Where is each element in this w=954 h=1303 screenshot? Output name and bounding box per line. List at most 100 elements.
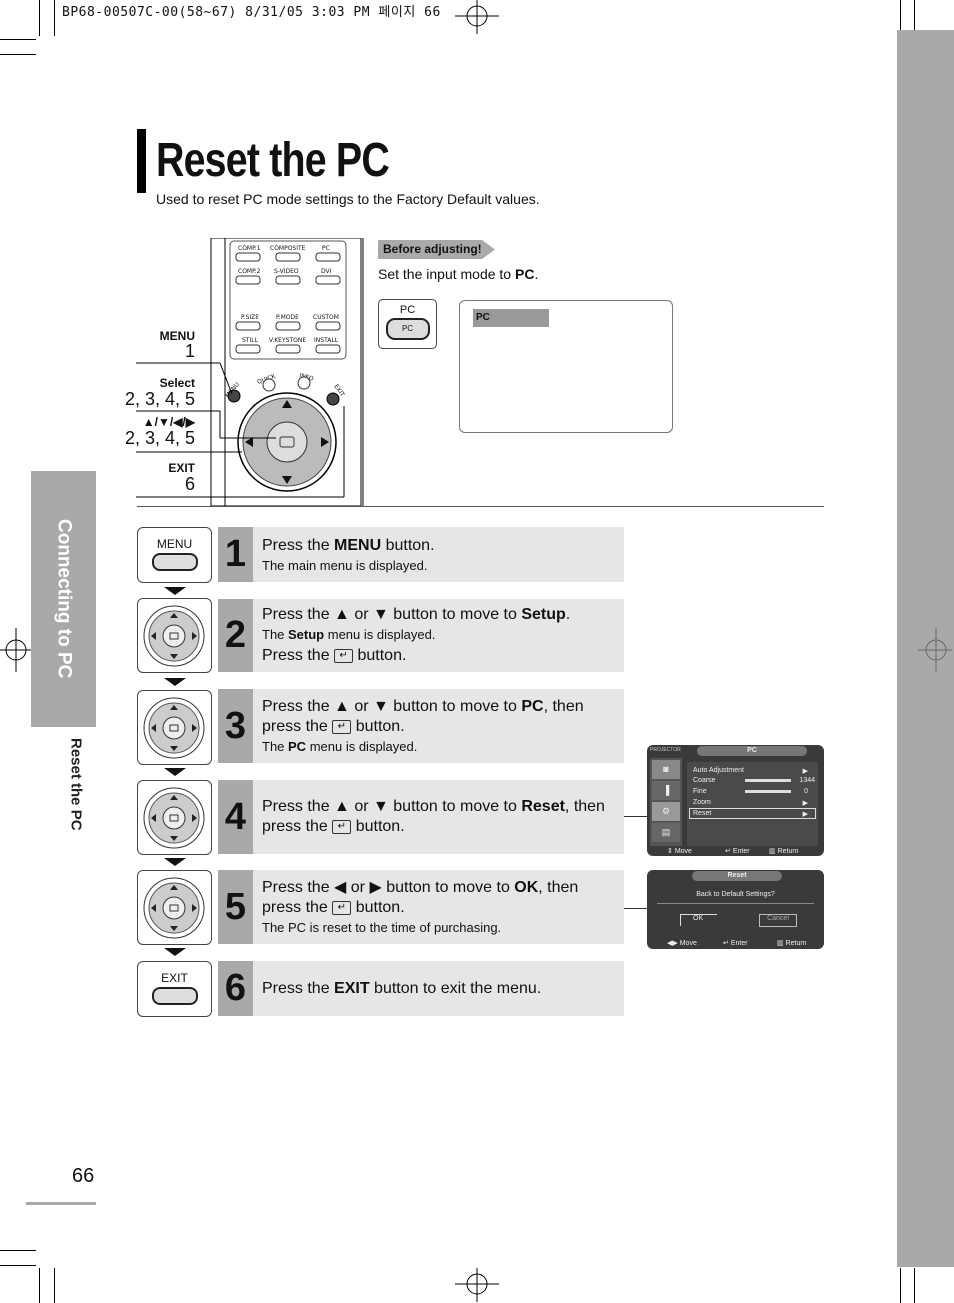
osd-item-reset: Reset (693, 810, 712, 817)
exit-button-label: EXIT (161, 971, 188, 985)
remote-menu-label: MENU (159, 329, 195, 343)
crop-mark (900, 0, 901, 30)
osd-title: PC (697, 746, 807, 756)
step-instruction: press the ↵ button. (262, 899, 405, 916)
osd-selected-row (689, 808, 816, 819)
screen-source-label: PC (473, 309, 549, 327)
menu-button-icon-box: MENU (137, 527, 212, 583)
step-number: 4 (218, 780, 253, 854)
exit-button-icon-box: EXIT (137, 961, 212, 1017)
registration-mark-right (918, 628, 952, 672)
section-tab-label: Connecting to PC (53, 519, 75, 679)
step-instruction: Press the ▲ or ▼ button to move to PC, t… (262, 698, 584, 715)
page-number: 66 (72, 1165, 95, 1187)
crop-mark (0, 1265, 36, 1266)
section-divider (137, 506, 824, 507)
remote-arrows-steps: 2, 3, 4, 5 (124, 428, 195, 448)
osd-footer-move: ⇕ Move (667, 848, 692, 855)
direction-pad-icon (137, 690, 212, 765)
step-note: The Setup menu is displayed. (262, 627, 436, 642)
crop-mark (914, 0, 915, 30)
crop-mark (39, 1268, 40, 1303)
crop-mark (54, 1268, 55, 1303)
pc-button-icon: PC (385, 318, 430, 340)
enter-icon: ↵ (334, 648, 354, 663)
svg-text:COMPOSITE: COMPOSITE (270, 245, 306, 252)
subsection-label: Reset the PC (67, 738, 85, 831)
menu-button-label: MENU (156, 537, 193, 551)
osd-footer-return: ▥ Return (769, 848, 799, 855)
step-note: The PC is reset to the time of purchasin… (262, 920, 502, 935)
osd-item-auto-adjustment: Auto Adjustment (693, 767, 744, 774)
connector-line (624, 816, 647, 817)
crop-mark (54, 0, 55, 36)
step-number: 3 (218, 689, 253, 763)
enter-icon: ↵ (332, 719, 352, 734)
step-instruction: press the ↵ button. (262, 818, 405, 835)
svg-text:P.SIZE: P.SIZE (241, 314, 259, 321)
svg-text:INSTALL: INSTALL (314, 337, 339, 344)
before-adjusting-text: Set the input mode to PC. (378, 266, 539, 282)
crop-mark (0, 54, 36, 55)
pc-button-label: PC (399, 304, 416, 316)
svg-text:COMP.2: COMP.2 (238, 268, 261, 275)
osd-item-value: ▶ (802, 768, 808, 775)
osd-cancel-button: Cancel (759, 914, 797, 927)
step-1: 1 Press the MENU button. The main menu i… (218, 527, 624, 582)
osd-footer-enter: ↵ Enter (723, 940, 748, 947)
enter-icon: ↵ (332, 819, 352, 834)
crop-mark (914, 1268, 915, 1303)
osd-item-zoom: Zoom (693, 799, 711, 806)
remote-select-steps: 2, 3, 4, 5 (124, 389, 195, 409)
picture-icon: ◙ (652, 760, 680, 779)
right-margin-bar (897, 30, 954, 1267)
remote-exit-steps: 6 (184, 474, 195, 494)
step-note: The PC menu is displayed. (262, 739, 418, 754)
svg-text:PC: PC (322, 245, 330, 252)
before-adjusting-label: Before adjusting! (383, 242, 482, 256)
pc-button-box: PC PC (378, 299, 437, 349)
osd-ok-button: OK (680, 914, 717, 926)
menu-button-icon (151, 553, 198, 571)
osd-reset-question: Back to Default Settings? (696, 891, 775, 898)
osd-item-value: ▶ (802, 800, 808, 807)
remote-control-illustration: COMP.1 COMPOSITE PC COMP.2 S-VIDEO DVI P.SIZ… (136, 238, 364, 506)
step-instruction: Press the EXIT button to exit the menu. (262, 980, 542, 997)
step-2: 2 Press the ▲ or ▼ button to move to Set… (218, 599, 624, 672)
exit-button-icon (151, 987, 198, 1005)
enter-icon: ↵ (332, 900, 352, 915)
step-5: 5 Press the ◀ or ▶ button to move to OK,… (218, 870, 624, 944)
svg-text:S-VIDEO: S-VIDEO (274, 268, 299, 275)
osd-footer-move: ◀▶ Move (667, 940, 697, 947)
step-note: The main menu is displayed. (262, 558, 428, 573)
osd-item-coarse: Coarse (693, 777, 716, 784)
setup-icon: ⚙ (652, 802, 680, 821)
svg-text:DVI: DVI (321, 268, 332, 275)
remote-arrows-label: ▲/▼/◀/▶ (142, 415, 195, 429)
page-subtitle: Used to reset PC mode settings to the Fa… (156, 191, 540, 207)
osd-pc-menu: PROJECTOR PC ◙ ▐ ⚙ ▤ Auto Adjustment ▶ C… (647, 745, 824, 856)
crop-mark (0, 39, 36, 40)
osd-item-value: ▶ (802, 811, 808, 818)
svg-text:STILL: STILL (242, 337, 259, 344)
osd-reset-title: Reset (692, 871, 782, 881)
step-instruction: Press the ▲ or ▼ button to move to Reset… (262, 798, 605, 815)
flow-arrow-icon (164, 678, 186, 686)
registration-mark-top (455, 0, 499, 34)
crop-mark (0, 1250, 36, 1251)
step-number: 5 (218, 870, 253, 944)
page-number-rule (26, 1202, 96, 1205)
osd-slider-coarse (745, 779, 791, 782)
input-icon: ▤ (652, 823, 680, 842)
sound-icon: ▐ (652, 781, 680, 800)
flow-arrow-icon (164, 768, 186, 776)
step-number: 6 (218, 961, 253, 1016)
osd-divider (657, 903, 814, 904)
remote-select-label: Select (159, 376, 195, 390)
svg-text:COMP.1: COMP.1 (238, 245, 261, 252)
osd-item-list: Auto Adjustment ▶ Coarse 1344 Fine 0 Zoo… (687, 762, 818, 846)
osd-item-value: 0 (804, 788, 808, 795)
remote-exit-label: EXIT (168, 461, 195, 475)
step-instruction: Press the ◀ or ▶ button to move to OK, t… (262, 879, 579, 896)
step-instruction: Press the MENU button. (262, 537, 435, 554)
